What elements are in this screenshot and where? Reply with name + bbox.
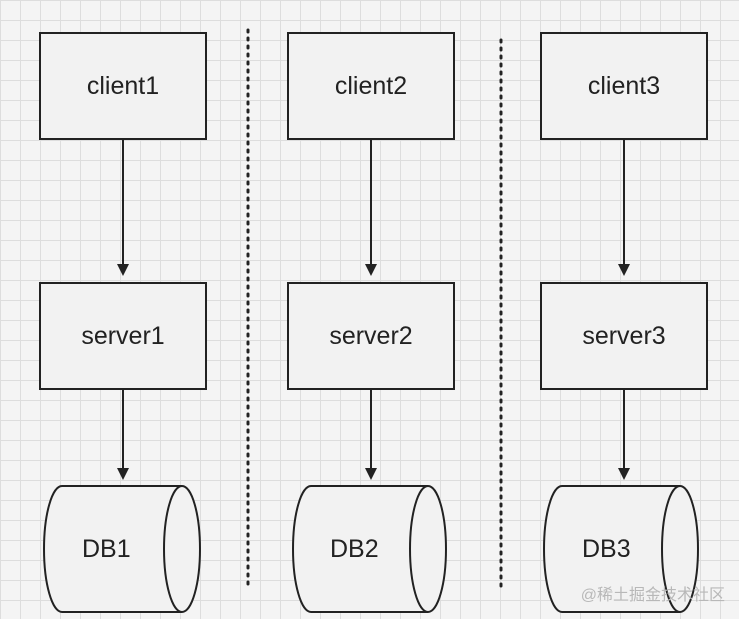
db1-label: DB1 [82, 535, 131, 563]
db2-cylinder [292, 485, 447, 613]
db1-cylinder [43, 485, 201, 613]
db2-label: DB2 [330, 535, 379, 563]
client3-box: client3 [540, 32, 708, 140]
server2-label: server2 [329, 321, 413, 350]
client2-label: client2 [334, 71, 408, 100]
server1-label: server1 [81, 321, 165, 350]
db3-cylinder [543, 485, 699, 613]
client3-label: client3 [587, 71, 661, 100]
watermark: @稀土掘金技术社区 [580, 587, 725, 604]
client2-box: client2 [287, 32, 455, 140]
server1-box: server1 [39, 282, 207, 390]
server3-label: server3 [582, 321, 666, 350]
server3-box: server3 [540, 282, 708, 390]
client1-label: client1 [86, 71, 160, 100]
server2-box: server2 [287, 282, 455, 390]
client1-box: client1 [39, 32, 207, 140]
db3-label: DB3 [582, 535, 631, 563]
